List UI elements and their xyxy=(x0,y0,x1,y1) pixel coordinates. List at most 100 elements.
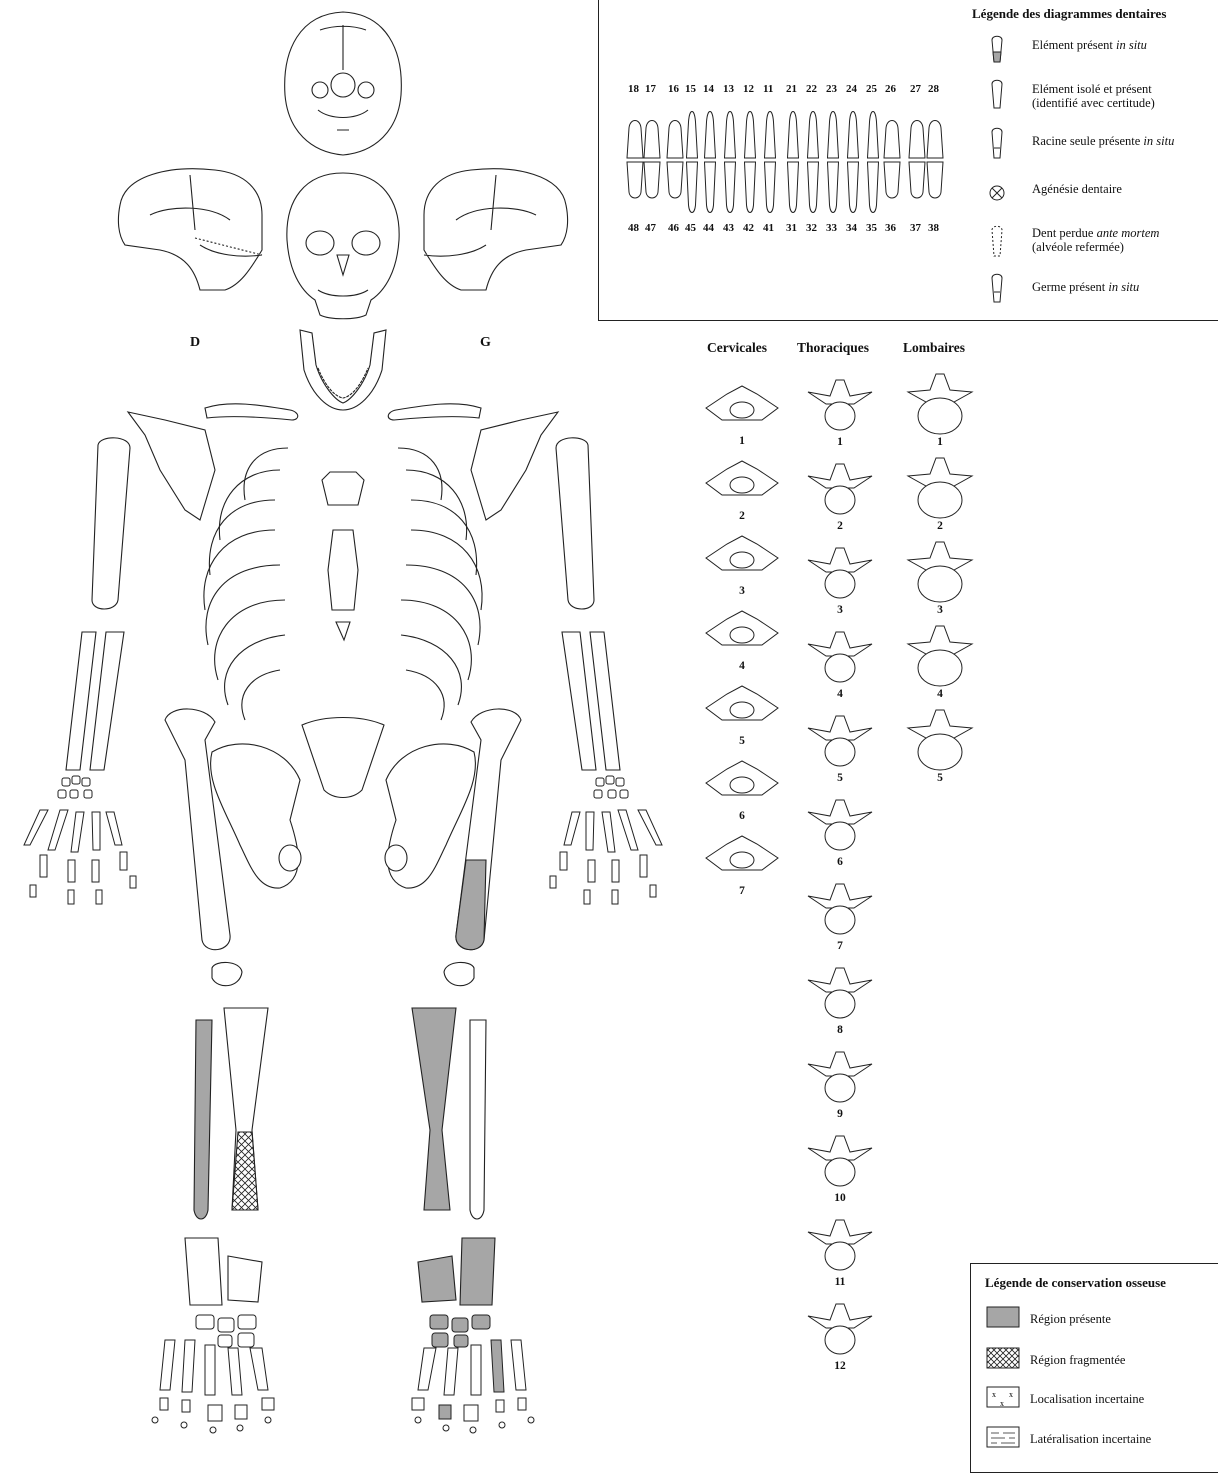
tooth-lower-48 xyxy=(627,162,643,198)
tooth-number: 34 xyxy=(846,222,857,234)
bone-legend-item: Région fragmentée xyxy=(1030,1353,1125,1367)
tooth-lost-icon xyxy=(992,226,1002,256)
lumbar-vertebra-1 xyxy=(908,374,972,434)
thoracic-vertebra-2 xyxy=(808,464,872,514)
manubrium xyxy=(322,472,364,505)
radius-right xyxy=(90,632,124,770)
ulna-right xyxy=(66,632,96,770)
clavicle-right xyxy=(205,404,298,420)
tooth-upper-16 xyxy=(667,121,683,159)
tooth-number: 31 xyxy=(786,222,797,234)
side-label-left: G xyxy=(480,335,491,351)
scapula-right xyxy=(128,412,215,520)
vertebra-number: 2 xyxy=(925,520,955,532)
lumbar-vertebra-3 xyxy=(908,542,972,602)
talus-right xyxy=(228,1256,262,1302)
thoracic-vertebra-4 xyxy=(808,632,872,682)
tooth-upper-12 xyxy=(745,112,756,159)
vertebra-number: 7 xyxy=(825,940,855,952)
bone-legend-title: Légende de conservation osseuse xyxy=(985,1275,1166,1291)
tooth-number: 35 xyxy=(866,222,877,234)
dental-legend-item: Racine seule présente in situ xyxy=(1032,134,1174,148)
lumbar-vertebra-2 xyxy=(908,458,972,518)
humerus-left xyxy=(556,438,594,609)
dental-legend-item: Elément isolé et présent(identifié avec … xyxy=(1032,82,1155,110)
vertebra-number: 3 xyxy=(727,585,757,597)
tooth-lower-32 xyxy=(808,162,819,213)
cervical-heading: Cervicales xyxy=(707,340,767,356)
tooth-lower-41 xyxy=(765,162,776,213)
thoracic-vertebra-10 xyxy=(808,1136,872,1186)
femur-right xyxy=(165,709,230,950)
femur-left-distal-present xyxy=(456,860,486,950)
agenesis-icon xyxy=(990,186,1004,200)
bone-legend-swatches: xxx xyxy=(985,1305,1025,1455)
tooth-lower-42 xyxy=(745,162,756,213)
humerus-right xyxy=(92,438,130,609)
thoracic-vertebra-9 xyxy=(808,1052,872,1102)
tooth-number: 27 xyxy=(910,83,921,95)
tooth-number: 33 xyxy=(826,222,837,234)
cervical-vertebra-3 xyxy=(706,536,778,570)
tooth-lower-47 xyxy=(644,162,660,198)
svg-text:x: x xyxy=(1009,1390,1013,1399)
tooth-upper-11 xyxy=(765,112,776,159)
dental-legend-item: Elément présent in situ xyxy=(1032,38,1147,52)
tooth-number: 25 xyxy=(866,83,877,95)
tooth-number: 37 xyxy=(910,222,921,234)
bone-legend-item: Localisation incertaine xyxy=(1030,1392,1144,1406)
radius-left xyxy=(562,632,596,770)
clavicle-left xyxy=(388,404,481,420)
vertebra-number: 2 xyxy=(825,520,855,532)
tooth-upper-13 xyxy=(725,112,736,159)
tooth-upper-24 xyxy=(848,112,859,159)
tooth-isolated-icon xyxy=(992,80,1002,108)
skull-inferior-view xyxy=(285,12,402,155)
thoracic-vertebra-8 xyxy=(808,968,872,1018)
vertebra-number: 9 xyxy=(825,1108,855,1120)
thoracic-vertebra-3 xyxy=(808,548,872,598)
tooth-number: 15 xyxy=(685,83,696,95)
tooth-present-icon xyxy=(992,36,1002,62)
cervical-vertebra-7 xyxy=(706,836,778,870)
tooth-root-icon xyxy=(992,128,1002,158)
tooth-number: 28 xyxy=(928,83,939,95)
foot-left xyxy=(412,1315,534,1433)
vertebra-number: 10 xyxy=(825,1192,855,1204)
skull-lateral-left xyxy=(424,169,568,290)
tooth-upper-23 xyxy=(828,112,839,159)
tooth-upper-28 xyxy=(927,121,943,159)
cervical-vertebra-4 xyxy=(706,611,778,645)
tooth-number: 36 xyxy=(885,222,896,234)
tooth-lower-37 xyxy=(909,162,925,198)
dental-legend-item-subtext: (alvéole refermée) xyxy=(1032,240,1124,254)
tooth-number: 46 xyxy=(668,222,679,234)
tooth-number: 13 xyxy=(723,83,734,95)
svg-text:x: x xyxy=(1000,1399,1004,1408)
tooth-lower-43 xyxy=(725,162,736,213)
dental-legend-item: Germe présent in situ xyxy=(1032,280,1139,294)
tooth-lower-33 xyxy=(828,162,839,213)
dental-legend-item-text: Elément présent xyxy=(1032,38,1116,52)
tooth-number: 47 xyxy=(645,222,656,234)
vertebra-number: 12 xyxy=(825,1360,855,1372)
thoracic-vertebra-6 xyxy=(808,800,872,850)
dental-legend-item-subtext: (identifié avec certitude) xyxy=(1032,96,1155,110)
fibula-left xyxy=(470,1020,486,1219)
tooth-upper-25 xyxy=(868,112,879,159)
vertebra-number: 11 xyxy=(825,1276,855,1288)
lumbar-heading: Lombaires xyxy=(903,340,965,356)
vertebra-number: 7 xyxy=(727,885,757,897)
tooth-number: 41 xyxy=(763,222,774,234)
vertebra-number: 1 xyxy=(825,436,855,448)
vertebra-number: 1 xyxy=(727,435,757,447)
tooth-lower-45 xyxy=(687,162,698,213)
lumbar-vertebra-5 xyxy=(908,710,972,770)
tooth-upper-17 xyxy=(644,121,660,159)
fragmented-swatch-icon xyxy=(987,1348,1019,1368)
tooth-number: 18 xyxy=(628,83,639,95)
tooth-number: 44 xyxy=(703,222,714,234)
sacrum xyxy=(302,718,384,798)
